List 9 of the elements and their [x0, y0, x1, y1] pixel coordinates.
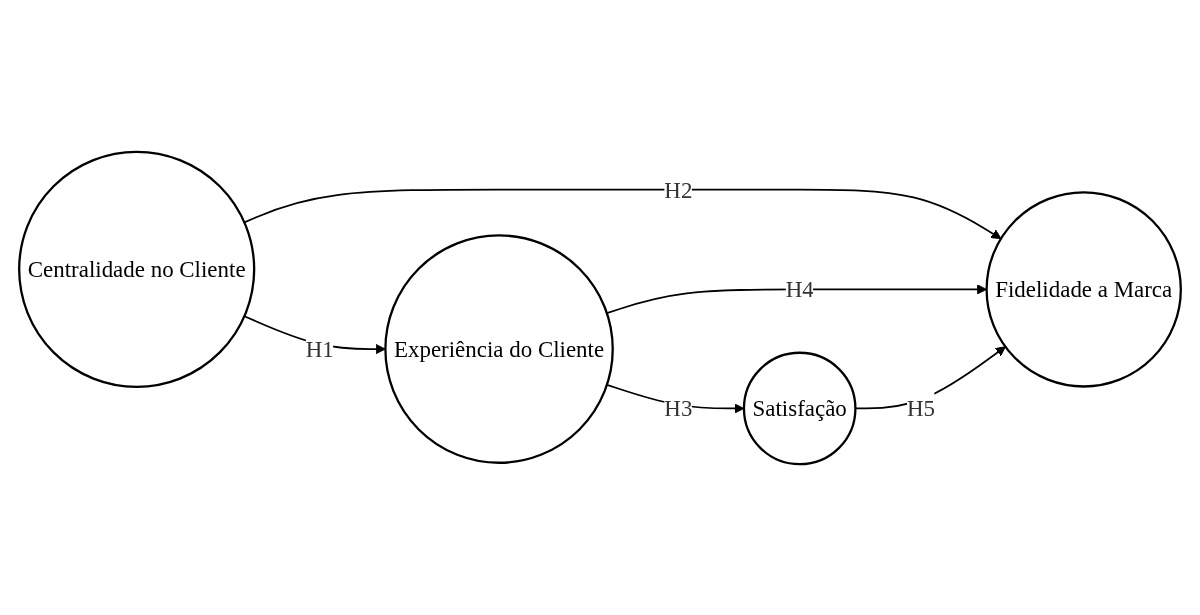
edge-label: H3	[664, 395, 693, 421]
edge-label: H5	[906, 395, 936, 421]
node-circle: Centralidade no Cliente	[18, 150, 256, 388]
edge-label: H2	[664, 176, 693, 202]
node-circle: Fidelidade a Marca	[985, 190, 1182, 388]
edge-label: H4	[785, 276, 814, 302]
node-circle: Satisfação	[742, 351, 857, 465]
edge-label: H1	[305, 335, 334, 362]
node-circle: Experiência do Cliente	[384, 233, 614, 464]
